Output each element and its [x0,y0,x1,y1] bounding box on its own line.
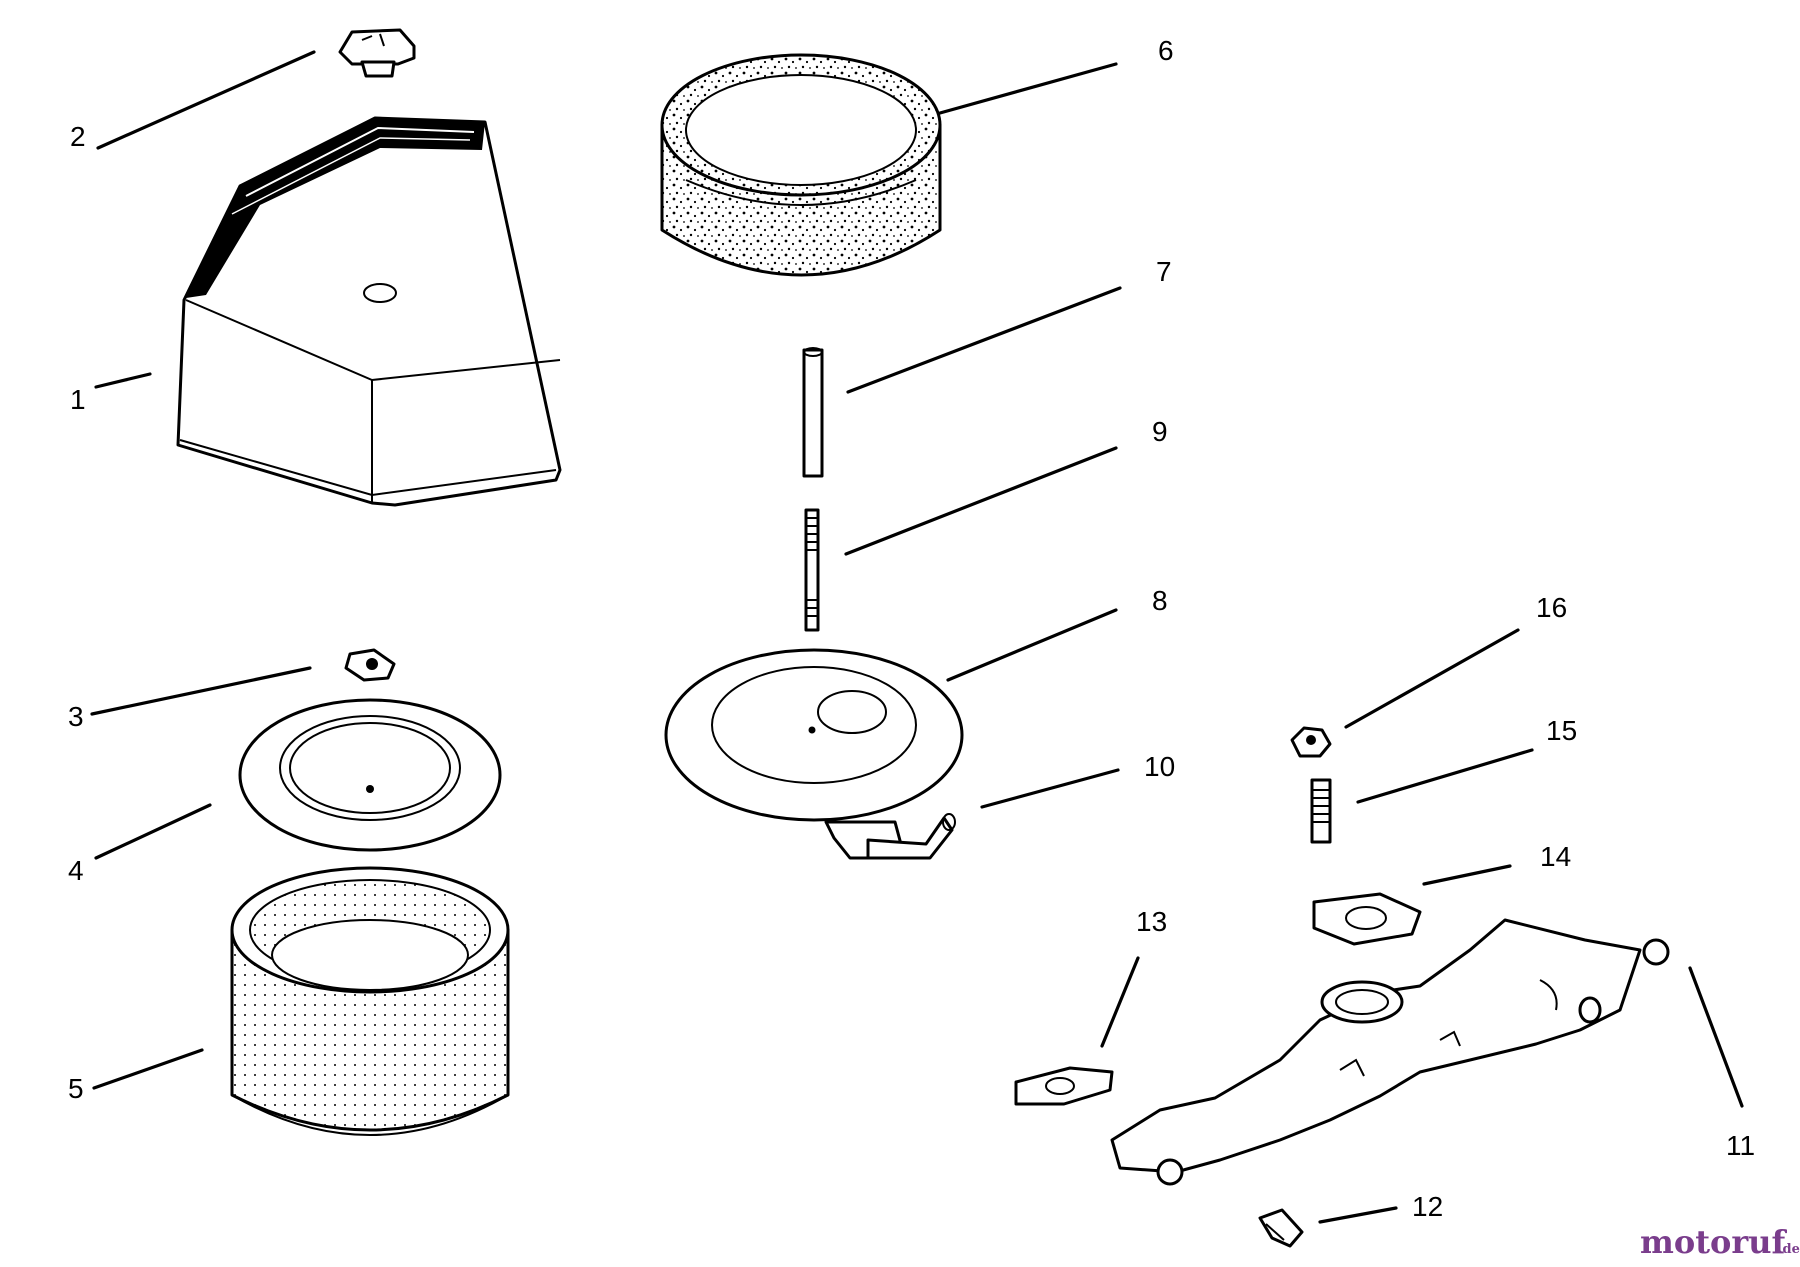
callout-2: 2 [70,121,86,152]
watermark: motoruf .de [1640,1223,1800,1261]
part-3-wing-nut [344,648,396,682]
part-8-base [664,648,964,822]
callout-16: 16 [1536,592,1567,623]
callout-9: 9 [1152,416,1168,447]
callout-numbers: 1 2 3 4 5 6 7 8 9 10 11 12 13 14 15 16 [68,35,1755,1222]
callout-3: 3 [68,701,84,732]
callout-10: 10 [1144,751,1175,782]
watermark-text: motoruf [1640,1223,1787,1261]
part-12-screw [1258,1208,1304,1248]
part-4-plate [238,698,502,852]
callout-4: 4 [68,855,84,886]
callout-5: 5 [68,1073,84,1104]
callout-14: 14 [1540,841,1571,872]
callout-12: 12 [1412,1191,1443,1222]
leader-lines [90,50,1744,1224]
part-9-stud [804,508,820,632]
part-5-filter-element [230,866,510,1136]
part-11-manifold [1110,918,1670,1186]
part-7-tube [802,347,824,478]
part-2-knob [338,28,416,78]
part-16-nut [1290,726,1332,758]
watermark-suffix: .de [1778,1242,1800,1257]
part-15-stud [1310,778,1332,844]
callout-6: 6 [1158,35,1174,66]
callout-11: 11 [1726,1130,1755,1161]
part-10-breather [824,813,956,860]
part-1-cover [176,116,562,507]
part-6-foam-precleaner [660,53,942,277]
callout-13: 13 [1136,906,1167,937]
part-14-gasket [1312,892,1422,946]
callout-15: 15 [1546,715,1577,746]
part-13-gasket [1014,1066,1114,1106]
callout-8: 8 [1152,585,1168,616]
callout-7: 7 [1156,256,1172,287]
callout-1: 1 [70,384,86,415]
